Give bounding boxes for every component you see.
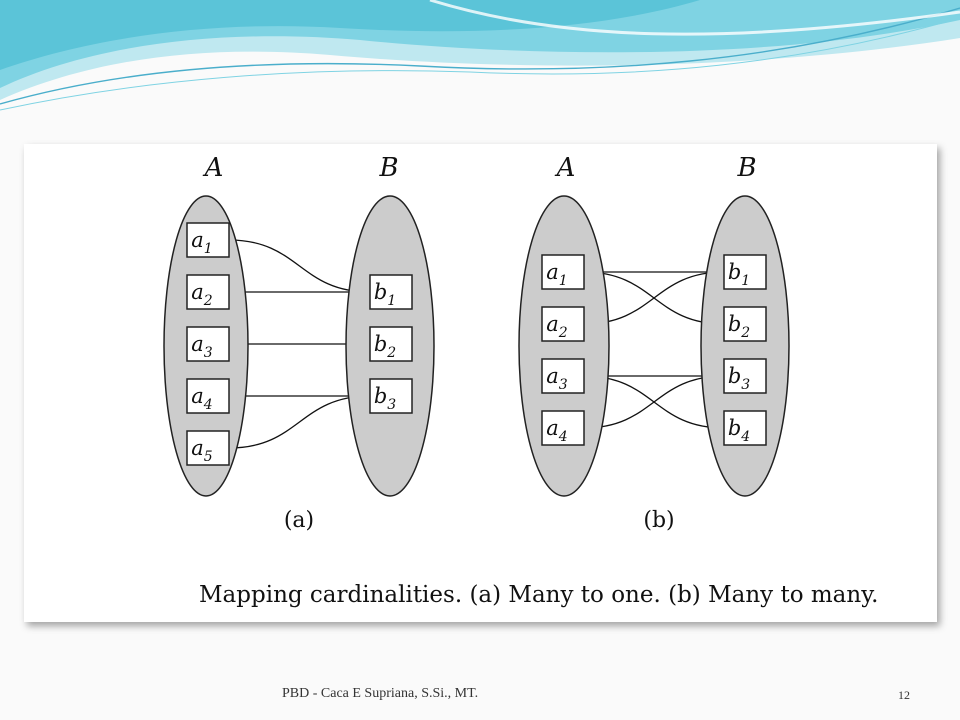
part-b-set-b-element-box-4 — [723, 410, 767, 446]
part-a-set-b-element-label-1: b1 — [374, 280, 396, 309]
part-a-set-a-label: A — [203, 153, 224, 183]
part-a-set-a-element-box-1 — [186, 222, 230, 258]
part-b-set-b-element-box-3 — [723, 358, 767, 394]
part-b-set-b-elements: b1 b2 b3 b4 — [723, 254, 767, 446]
header-wave-decoration — [0, 0, 960, 111]
mapping-links — [228, 239, 725, 449]
part-a-label: (a) — [284, 508, 314, 533]
part-b-set-a-element-box-2 — [541, 306, 585, 342]
part-b: A B a1 a2 a3 a4 b1 b2 b3 b4 (b) — [518, 153, 790, 533]
part-b-set-a-element-box-4 — [541, 410, 585, 446]
part-b-set-a-oval — [518, 195, 610, 497]
part-a-set-b-label: B — [378, 153, 398, 183]
part-b-set-b-oval — [700, 195, 790, 497]
part-a-link-1 — [228, 239, 371, 293]
part-b-set-a-element-label-4: a4 — [546, 416, 567, 445]
part-b-set-a-element-label-1: a1 — [546, 260, 567, 289]
part-b-set-b-element-box-1 — [723, 254, 767, 290]
part-a-set-b-element-box-1 — [369, 274, 413, 310]
part-b-set-a-element-label-2: a2 — [546, 312, 568, 341]
part-b-set-b-element-label-1: b1 — [728, 260, 750, 289]
part-b-set-b-element-label-4: b4 — [728, 416, 750, 445]
part-a-set-b-element-box-2 — [369, 326, 413, 362]
part-a-set-a-elements: a1 a2 a3 a4 a5 — [186, 222, 230, 466]
part-a: A B a1 a2 a3 a4 a5 b1 b2 b3 (a) — [163, 153, 435, 533]
part-b-set-a-element-label-3: a3 — [546, 364, 568, 393]
part-b-set-b-element-label-2: b2 — [728, 312, 750, 341]
part-a-set-a-element-label-2: a2 — [191, 280, 213, 309]
part-a-set-a-element-label-1: a1 — [191, 228, 212, 257]
part-b-set-b-label: B — [736, 153, 756, 183]
figure-panel: A B a1 a2 a3 a4 a5 b1 b2 b3 (a) A B a1 a2 a3 a4 b… — [24, 144, 937, 622]
figure-caption: Mapping cardinalities. (a) Many to one. … — [199, 582, 878, 608]
part-a-set-a-element-label-5: a5 — [191, 436, 213, 465]
part-a-set-b-element-box-3 — [369, 378, 413, 414]
part-a-set-a-element-box-5 — [186, 430, 230, 466]
mapping-cardinality-diagram: A B a1 a2 a3 a4 a5 b1 b2 b3 (a) A B a1 a2 a3 a4 b… — [163, 153, 878, 608]
part-a-set-a-element-label-4: a4 — [191, 384, 212, 413]
part-b-set-b-element-label-3: b3 — [728, 364, 750, 393]
part-a-set-b-element-label-2: b2 — [374, 332, 396, 361]
part-b-set-a-label: A — [555, 153, 576, 183]
part-b-set-a-element-box-1 — [541, 254, 585, 290]
part-b-set-b-element-box-2 — [723, 306, 767, 342]
part-a-set-a-element-box-4 — [186, 378, 230, 414]
part-b-label: (b) — [643, 508, 674, 533]
part-b-set-a-elements: a1 a2 a3 a4 — [541, 254, 585, 446]
part-a-set-b-elements: b1 b2 b3 — [369, 274, 413, 414]
part-a-set-a-element-box-3 — [186, 326, 230, 362]
part-a-set-b-element-label-3: b3 — [374, 384, 396, 413]
part-a-set-a-element-label-3: a3 — [191, 332, 213, 361]
part-a-link-5 — [228, 395, 371, 449]
footer-author: PBD - Caca E Supriana, S.Si., MT. — [282, 686, 479, 701]
part-a-set-a-element-box-2 — [186, 274, 230, 310]
slide-number: 12 — [898, 688, 910, 702]
part-b-set-a-element-box-3 — [541, 358, 585, 394]
